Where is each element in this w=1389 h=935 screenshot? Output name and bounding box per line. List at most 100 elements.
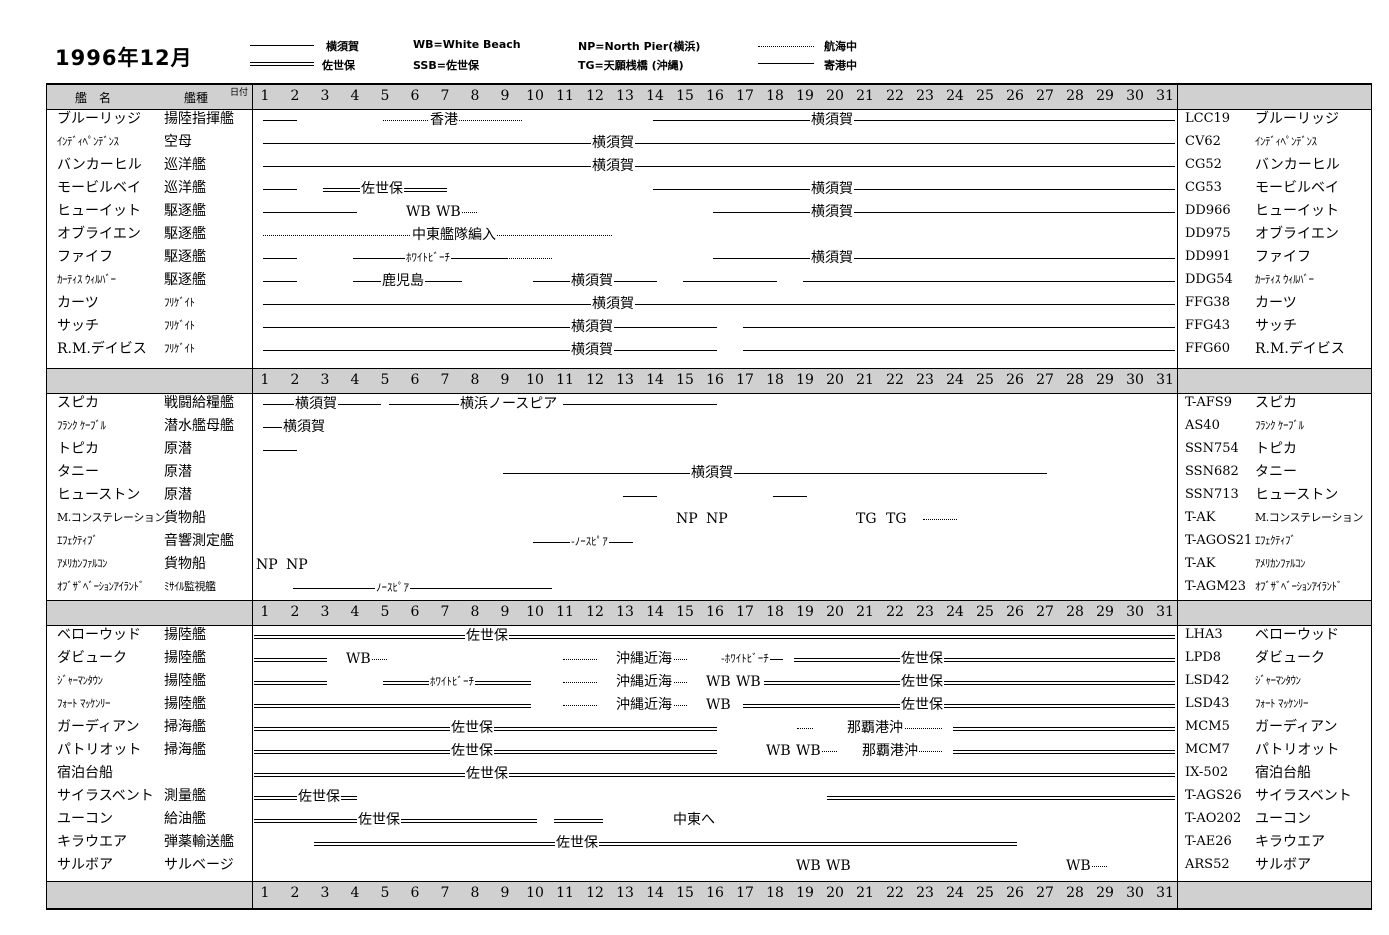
hull-number: T-AK — [1185, 556, 1216, 571]
port-label: WB — [435, 204, 462, 220]
day-number: 26 — [1006, 372, 1024, 388]
port-label: 横須賀 — [294, 396, 338, 412]
port-label: WB — [825, 858, 852, 874]
day-number: 15 — [676, 372, 694, 388]
ship-name: モービルベイ — [57, 180, 141, 196]
port-label: WB — [795, 743, 822, 759]
schedule-segment — [563, 705, 597, 706]
day-number: 22 — [886, 88, 904, 104]
ship-name: スピカ — [57, 395, 99, 411]
port-label: 鹿児島 — [381, 273, 425, 289]
port-label: WB — [345, 651, 372, 667]
ship-name-right: ｲﾝﾃﾞｨﾍﾟﾝﾃﾞﾝｽ — [1255, 135, 1317, 148]
ship-name-right: ガーディアン — [1255, 719, 1338, 735]
ship-name: ｶｰﾃｨｽ ｳｨﾙﾊﾞｰ — [57, 273, 116, 286]
page-title: 1996年12月 — [55, 46, 193, 70]
divider-left — [252, 84, 253, 909]
legend-tg: TG=天願桟橋 (沖縄) — [578, 59, 684, 72]
port-label: 佐世保 — [450, 743, 494, 759]
schedule-segment — [254, 635, 1175, 639]
ship-name: 宿泊台船 — [57, 765, 113, 781]
day-number: 19 — [796, 372, 814, 388]
port-label: WB — [705, 674, 732, 690]
schedule-segment — [743, 704, 1175, 708]
day-number: 7 — [440, 885, 450, 901]
port-label: NP — [285, 557, 309, 573]
hull-number: SSN754 — [1185, 441, 1239, 456]
day-number: 29 — [1096, 372, 1114, 388]
port-label: WB — [405, 204, 432, 220]
legend-inport: 寄港中 — [824, 59, 857, 72]
port-label: ﾎﾜｲﾄﾋﾞｰﾁ — [429, 674, 475, 690]
hull-number: DD975 — [1185, 226, 1231, 241]
port-label: 横須賀 — [810, 181, 854, 197]
ship-type: 潜水艦母艦 — [164, 418, 234, 434]
port-label: 横須賀 — [810, 250, 854, 266]
port-label: WB — [1065, 858, 1092, 874]
day-number: 30 — [1126, 372, 1144, 388]
ship-type: 空母 — [164, 134, 192, 150]
day-number: 23 — [916, 604, 934, 620]
ship-type: 給油艦 — [164, 811, 206, 827]
ship-name: R.M.デイビス — [57, 341, 147, 357]
day-number: 19 — [796, 885, 814, 901]
schedule-segment — [533, 542, 597, 543]
ship-type: 原潜 — [164, 464, 192, 480]
schedule-segment — [713, 212, 1175, 213]
ship-name: ユーコン — [57, 811, 113, 827]
day-number: 11 — [556, 88, 574, 104]
ship-name-right: ヒューイット — [1255, 203, 1339, 219]
port-label: 佐世保 — [900, 697, 944, 713]
ship-name: パトリオット — [57, 742, 142, 758]
port-label: 佐世保 — [357, 812, 401, 828]
ship-name: キラウエア — [57, 834, 127, 850]
ship-name-right: タニー — [1255, 464, 1297, 480]
port-label: 横須賀 — [591, 135, 635, 151]
day-number: 9 — [500, 372, 510, 388]
day-number: 28 — [1066, 604, 1084, 620]
day-number: 6 — [410, 604, 420, 620]
ship-type: 貨物船 — [164, 556, 206, 572]
ship-type: ﾌﾘｹﾞｲﾄ — [164, 342, 195, 355]
day-number: 21 — [856, 88, 874, 104]
port-label: 横須賀 — [591, 296, 635, 312]
ship-type: 駆逐艦 — [164, 226, 206, 242]
hull-number: LSD43 — [1185, 696, 1230, 711]
ship-type: 貨物船 — [164, 510, 206, 526]
ship-name-right: トピカ — [1255, 441, 1297, 457]
hull-number: SSN682 — [1185, 464, 1239, 479]
port-label: WB — [765, 743, 792, 759]
ship-type: 原潜 — [164, 441, 192, 457]
day-number: 25 — [976, 372, 994, 388]
day-number: 25 — [976, 604, 994, 620]
day-number: 17 — [736, 885, 754, 901]
ship-name-right: ユーコン — [1255, 811, 1311, 827]
day-number: 20 — [826, 372, 844, 388]
day-header-band — [47, 881, 1371, 909]
hull-number: SSN713 — [1185, 487, 1239, 502]
day-number: 29 — [1096, 88, 1114, 104]
port-label: 横須賀 — [810, 204, 854, 220]
day-number: 30 — [1126, 885, 1144, 901]
port-label: NP — [705, 511, 729, 527]
schedule-segment — [263, 143, 1175, 144]
schedule-segment — [764, 681, 1175, 685]
ship-type: ﾐｻｲﾙ監視艦 — [164, 580, 216, 593]
hull-number: LPD8 — [1185, 650, 1222, 665]
port-label: 中東へ — [672, 812, 716, 828]
port-label: 横須賀 — [570, 342, 614, 358]
day-number: 29 — [1096, 885, 1114, 901]
day-number: 14 — [646, 88, 664, 104]
ship-type: 揚陸艦 — [164, 696, 206, 712]
ship-type: ﾌﾘｹﾞｲﾄ — [164, 296, 195, 309]
legend-sasebo: 佐世保 — [322, 59, 355, 72]
ship-name-right: ﾌﾗﾝｸ ｹｰﾌﾞﾙ — [1255, 419, 1304, 432]
schedule-segment — [923, 519, 957, 520]
port-label: NP — [255, 557, 279, 573]
ship-type: 音響測定艦 — [164, 533, 234, 549]
day-number: 31 — [1156, 604, 1174, 620]
ship-name-right: サルボア — [1255, 857, 1311, 873]
day-number: 18 — [766, 88, 784, 104]
ship-name: ﾌｫｰﾄ ﾏｯｹﾝﾘｰ — [57, 697, 111, 710]
schedule-segment — [263, 212, 357, 213]
